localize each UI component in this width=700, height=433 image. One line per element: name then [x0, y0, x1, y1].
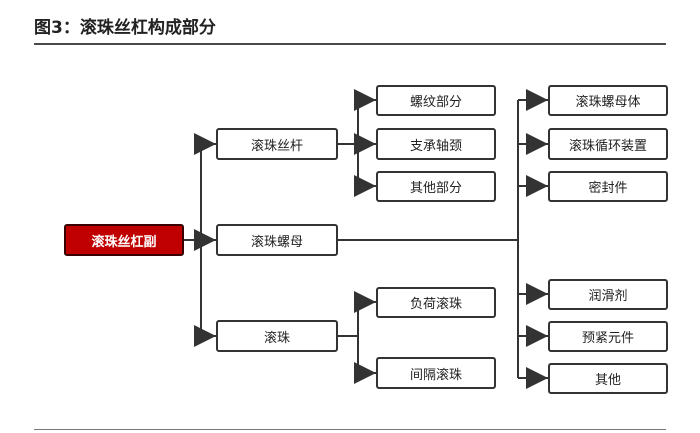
arrow-head — [354, 362, 376, 384]
arrow-head — [194, 325, 216, 347]
node-lubricant: 润滑剂 — [548, 279, 668, 310]
node-seal: 密封件 — [548, 171, 668, 202]
node-spacer-ball: 间隔滚珠 — [376, 357, 496, 389]
arrow-head — [354, 175, 376, 197]
node-ball-screw-pair: 滚珠丝杠副 — [64, 224, 184, 256]
node-load-ball: 负荷滚珠 — [376, 287, 496, 318]
node-thread-part: 螺纹部分 — [376, 85, 496, 116]
arrow-head — [354, 291, 376, 313]
arrow-head — [354, 133, 376, 155]
node-other-part: 其他部分 — [376, 171, 496, 202]
arrow-head — [526, 283, 548, 305]
arrow-head — [526, 367, 548, 389]
node-ball: 滚珠 — [216, 320, 338, 352]
arrow-head — [526, 89, 548, 111]
arrow-head — [526, 325, 548, 347]
node-preload-element: 预紧元件 — [548, 321, 668, 352]
node-ball-nut: 滚珠螺母 — [216, 224, 338, 256]
node-support-journal: 支承轴颈 — [376, 128, 496, 160]
arrow-head — [526, 175, 548, 197]
figure-title: 图3：滚珠丝杠构成部分 — [34, 18, 216, 38]
arrow-head — [526, 133, 548, 155]
arrow-head — [194, 133, 216, 155]
node-ball-screw: 滚珠丝杆 — [216, 128, 338, 160]
node-recirculation-device: 滚珠循环装置 — [548, 128, 668, 160]
arrow-head — [194, 229, 216, 251]
node-other: 其他 — [548, 363, 668, 394]
arrow-head — [354, 89, 376, 111]
node-nut-body: 滚珠螺母体 — [548, 85, 668, 116]
title-rule — [34, 43, 666, 45]
footer-rule — [34, 429, 666, 430]
